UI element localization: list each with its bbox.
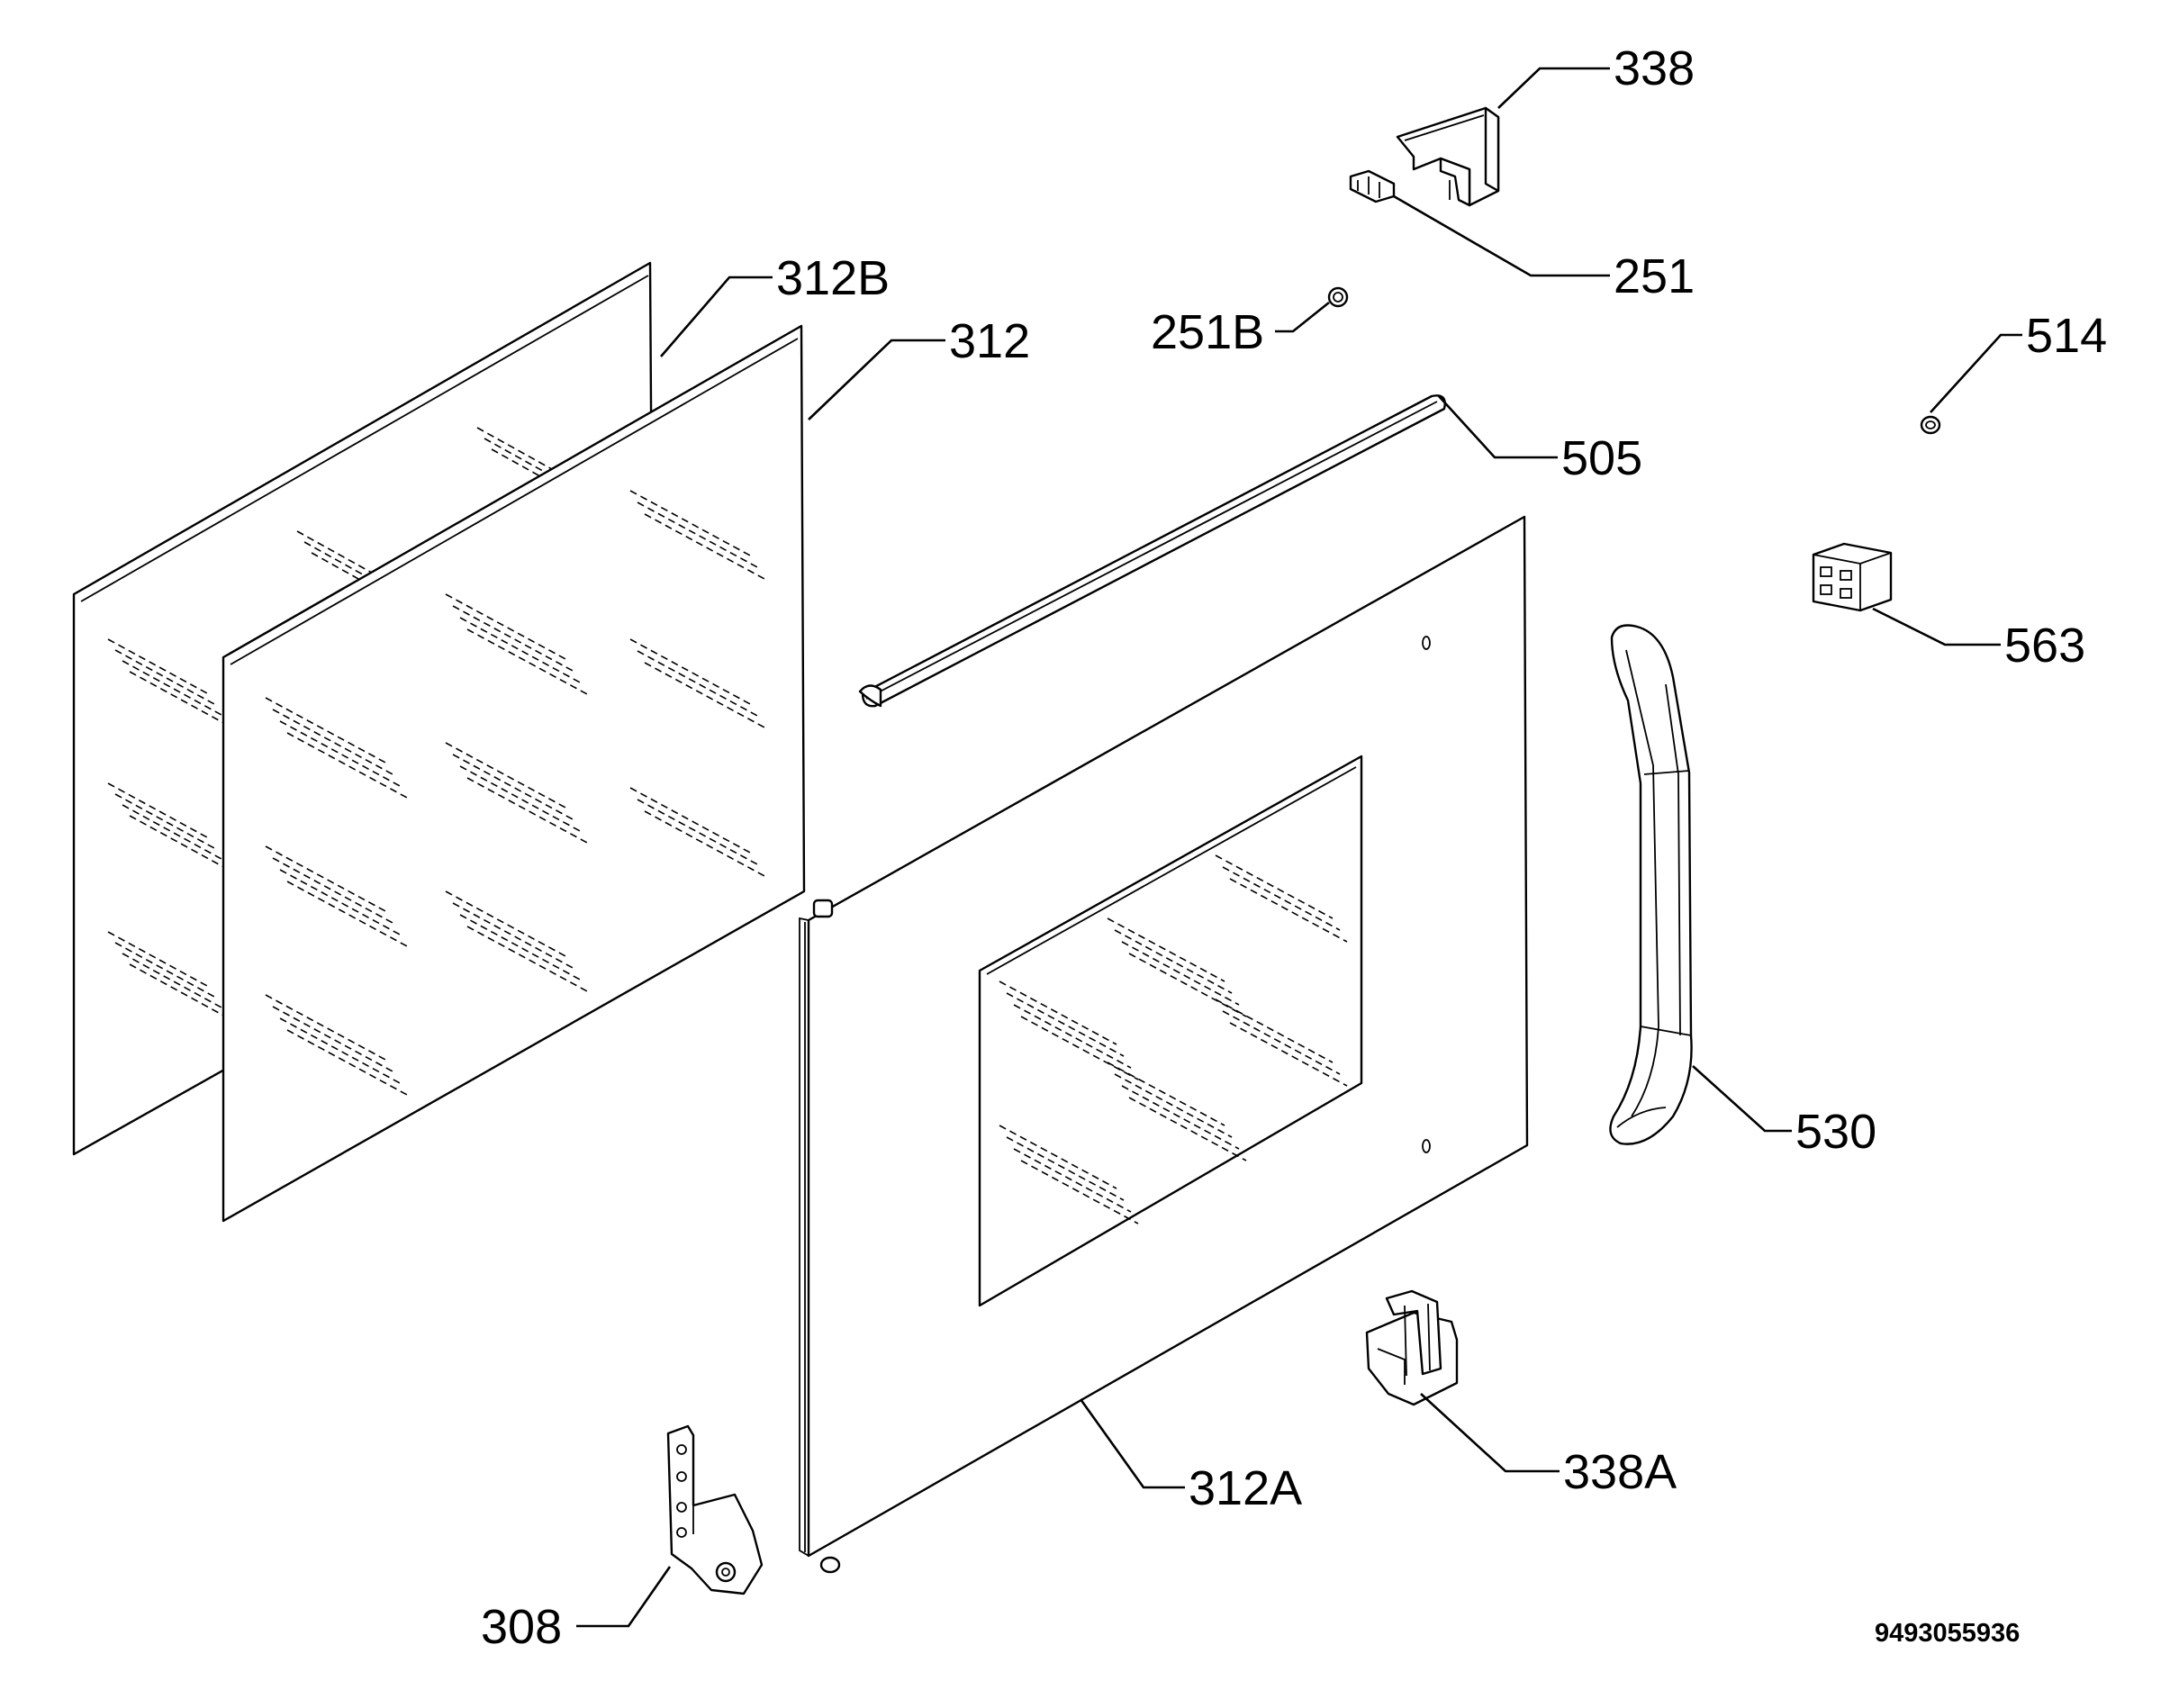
leader-251 — [1393, 194, 1610, 277]
leader-lines — [576, 67, 2022, 1628]
label-312: 312 — [949, 314, 1030, 368]
label-338A: 338A — [1563, 1445, 1677, 1499]
label-563: 563 — [2004, 619, 2085, 673]
document-number: 9493055936 — [1875, 1619, 2020, 1648]
label-530: 530 — [1795, 1105, 1876, 1159]
spring-clip-251B — [1327, 286, 1349, 308]
label-505: 505 — [1561, 431, 1642, 485]
screw-514 — [1920, 415, 1941, 435]
door-handle-530 — [1609, 624, 1693, 1145]
leader-505 — [1438, 395, 1558, 459]
clip-251 — [1349, 169, 1396, 203]
leader-312A — [1079, 1398, 1185, 1489]
leader-312B — [660, 276, 773, 357]
leader-308 — [576, 1566, 672, 1628]
label-312A: 312A — [1189, 1461, 1302, 1515]
label-338: 338 — [1614, 41, 1695, 95]
leader-251B — [1275, 301, 1330, 333]
label-514: 514 — [2026, 309, 2107, 363]
door-bottom-pin — [819, 1556, 841, 1574]
leader-312 — [808, 339, 945, 420]
leader-338A — [1420, 1393, 1560, 1473]
outer-door-glass-312A — [799, 515, 1529, 1574]
label-308: 308 — [481, 1600, 562, 1654]
glass-panel-312 — [222, 324, 806, 1223]
end-cap-338A — [1365, 1289, 1459, 1406]
label-251B: 251B — [1151, 305, 1264, 359]
label-312B: 312B — [776, 251, 890, 305]
hinge-bracket-308 — [666, 1424, 764, 1595]
leader-514 — [1930, 333, 2022, 413]
door-top-clip — [812, 899, 834, 918]
leader-338 — [1497, 67, 1610, 109]
leader-530 — [1692, 1065, 1792, 1133]
top-profile-505 — [858, 394, 1446, 708]
label-251: 251 — [1614, 249, 1695, 303]
door-window — [978, 755, 1363, 1307]
leader-563 — [1872, 607, 2001, 646]
end-cap-338 — [1396, 106, 1500, 207]
connector-block-563 — [1812, 542, 1893, 612]
part-labels: 338 251 312B 312 251B 514 505 563 530 31… — [481, 41, 2107, 1654]
